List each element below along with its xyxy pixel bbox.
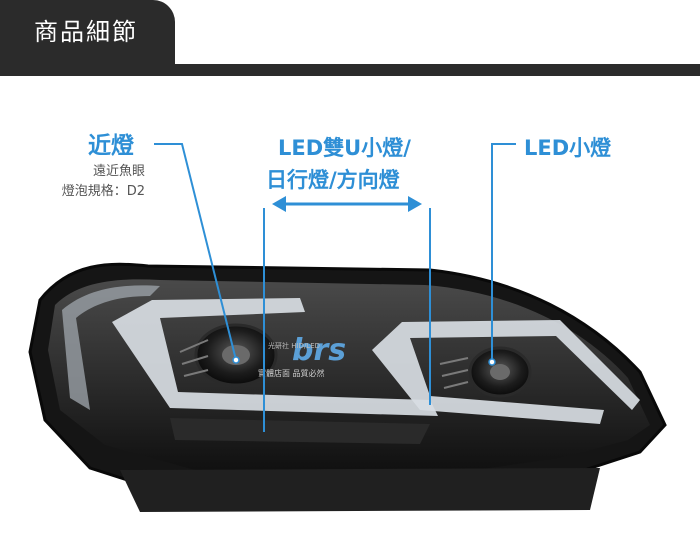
- watermark-bottom-text: 實體店面 品質必然: [258, 368, 325, 378]
- low-beam-projector-core: [222, 345, 250, 365]
- low-beam-detail-1: 遠近魚眼: [92, 164, 145, 179]
- low-beam-title: 近燈: [88, 133, 134, 159]
- low-beam-callout-dot: [232, 356, 240, 364]
- header-bar: [0, 64, 700, 76]
- drl-light-guide-right: [372, 320, 640, 424]
- position-light-title: LED小燈: [524, 136, 612, 160]
- high-beam-fins: [439, 357, 469, 389]
- low-beam-callout-line: [154, 143, 237, 361]
- drl-title-line-2: 日行燈/方向燈: [266, 168, 400, 192]
- drl-title-line-1: LED雙U小燈/: [278, 136, 411, 160]
- watermark-brand: brs: [292, 333, 346, 368]
- chrome-strip: [62, 285, 160, 410]
- watermark-top-text: 光研社 HID/LED: [268, 341, 320, 350]
- drl-light-guide-left: [112, 298, 438, 416]
- section-title: 商品細節: [0, 0, 175, 64]
- position-callout-line: [491, 143, 516, 362]
- high-beam-projector-core: [490, 364, 510, 380]
- mounting-base: [120, 468, 600, 512]
- double-arrow-icon: [272, 196, 422, 212]
- position-callout-dot: [488, 358, 496, 366]
- low-beam-detail-2: 燈泡規格：D2: [61, 184, 145, 199]
- low-beam-fins: [179, 339, 209, 377]
- lower-trim: [170, 418, 430, 444]
